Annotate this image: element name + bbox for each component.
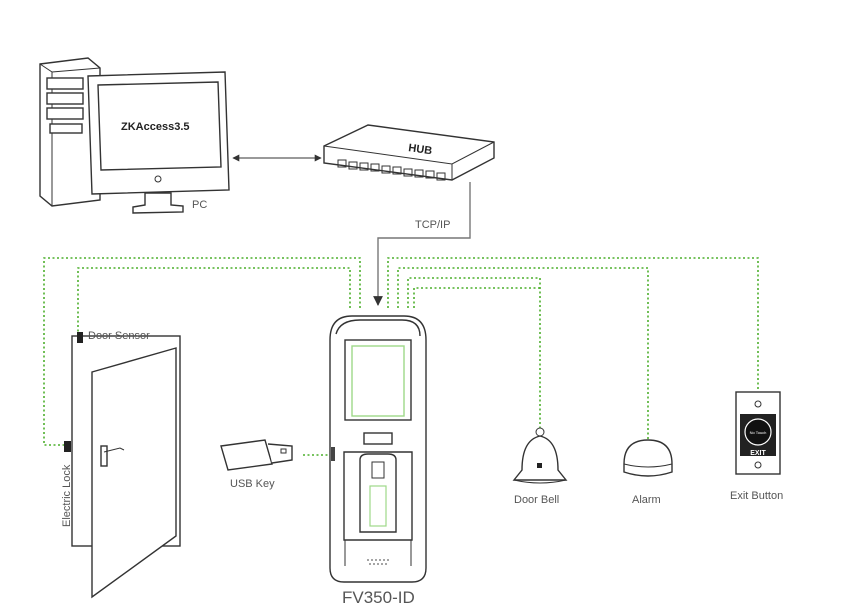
usb-key-label: USB Key <box>230 478 275 490</box>
hub-label: HUB <box>408 142 433 157</box>
tcpip-connection-line <box>373 182 471 306</box>
tcpip-label: TCP/IP <box>415 219 450 231</box>
software-label: ZKAccess3.5 <box>121 121 190 133</box>
door-bell-icon <box>512 427 568 484</box>
exit-text-label: EXIT <box>750 450 766 457</box>
exit-button-icon <box>735 391 781 475</box>
door-icon <box>64 332 181 599</box>
wiring-lines <box>43 257 759 456</box>
device-label: FV350-ID <box>342 588 415 607</box>
alarm-icon <box>623 439 673 477</box>
door-bell-label: Door Bell <box>514 494 559 506</box>
exit-button-face-label: No Touch <box>750 430 767 435</box>
usb-key-icon <box>220 439 293 471</box>
hub-icon <box>323 124 495 181</box>
door-sensor-label: Door Sensor <box>88 330 150 342</box>
exit-button-label: Exit Button <box>730 490 783 502</box>
fv350-device-icon <box>329 315 427 583</box>
pc-label: PC <box>192 199 207 211</box>
pc-tower-icon <box>39 57 101 207</box>
monitor-icon <box>87 71 230 214</box>
electric-lock-label: Electric Lock <box>61 464 73 527</box>
alarm-label: Alarm <box>632 494 661 506</box>
